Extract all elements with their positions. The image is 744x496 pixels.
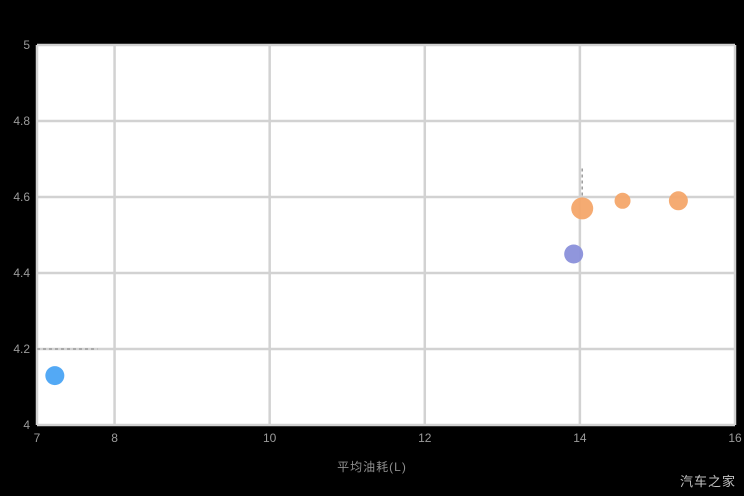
x-tick-label: 8 [111, 431, 118, 445]
y-tick-label: 4.4 [13, 266, 30, 280]
y-tick-label: 4.6 [13, 190, 30, 204]
x-tick-label: 14 [573, 431, 587, 445]
y-tick-label: 4 [23, 418, 30, 432]
data-point-orange[interactable] [668, 191, 688, 211]
y-tick-label: 5 [23, 38, 30, 52]
x-tick-label: 12 [418, 431, 432, 445]
y-tick-label: 4.8 [13, 114, 30, 128]
data-point-orange[interactable] [571, 197, 594, 220]
x-tick-label: 10 [263, 431, 277, 445]
watermark-autohome: 汽车之家 [679, 474, 736, 489]
data-point-orange[interactable] [614, 192, 631, 209]
y-tick-label: 4.2 [13, 342, 30, 356]
data-point-purple[interactable] [564, 244, 584, 264]
x-axis-title: 平均油耗(L) [337, 460, 407, 474]
data-point-blue[interactable] [45, 366, 65, 386]
x-tick-label: 7 [34, 431, 41, 445]
plot-area [37, 45, 735, 425]
x-tick-label: 16 [728, 431, 742, 445]
